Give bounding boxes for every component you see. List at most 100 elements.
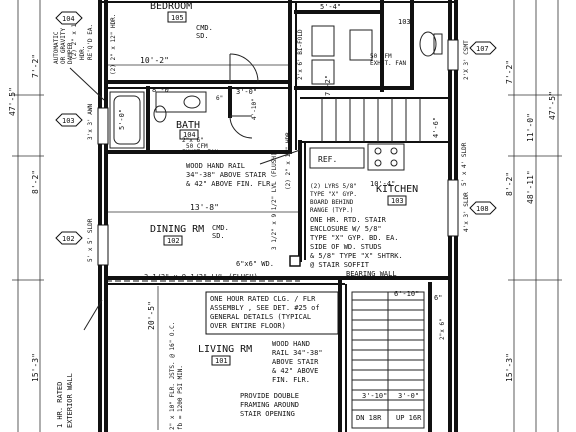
svg-text:107: 107: [476, 45, 489, 53]
kitchen: REF. 10'-4" KITCHEN 103 (2) LYRS 5/8" TY…: [309, 143, 418, 214]
svg-text:SIDE OF WD. STUDS: SIDE OF WD. STUDS: [310, 243, 382, 251]
window-tag-103: 103: [55, 113, 83, 127]
svg-text:DAMPER: DAMPER: [67, 42, 74, 64]
living-dim-20-5: 20'-5": [147, 301, 156, 330]
svg-text:RAIL 34"-38": RAIL 34"-38": [272, 349, 323, 357]
svg-text:EXTERIOR WALL: EXTERIOR WALL: [66, 373, 74, 428]
svg-text:FRAMING AROUND: FRAMING AROUND: [240, 401, 299, 409]
kitchen-tag: 103: [391, 197, 404, 205]
bath-name: BATH: [176, 120, 200, 131]
svg-text:WOOD HAND: WOOD HAND: [272, 340, 310, 348]
window-size-right-middle: 5' x 4' SLDR: [461, 142, 468, 186]
handrail-note-upper: WOOD HAND RAIL 34"-38" ABOVE STAIR & 42"…: [186, 149, 301, 188]
svg-text:@ STAIR SOFFIT: @ STAIR SOFFIT: [310, 261, 370, 269]
doors: [229, 53, 259, 139]
top-right-rooms: 5'-4" 103 50 CFM EXHST. FAN: [311, 3, 443, 85]
stair-dim-6: 6": [434, 294, 442, 302]
top-header-note: (2) 2" x 10" HDR. RE'Q'D EA.: [71, 17, 94, 60]
post-label: 6"x6" WD.: [236, 260, 274, 268]
bath-dim-4-10: 4'-10": [251, 98, 258, 120]
stair-enclosure-note: ONE HR. RTD. STAIR ENCLOSURE W/ 5/8" TYP…: [310, 216, 403, 269]
stair-dn: DN 18R: [356, 414, 382, 422]
bedroom-note-cmd: CMD.: [196, 24, 213, 32]
gyp-note-1: (2) LYRS 5/8": [310, 183, 357, 190]
bedroom-name: BEDROOM: [150, 1, 192, 12]
bearing-wall-label: BEARING WALL: [346, 270, 397, 278]
dining-tag: 102: [167, 237, 180, 245]
bath-dim-8-0: 8'-0": [152, 86, 173, 94]
gyp-note-2: TYPE "X" GYP.: [310, 191, 357, 198]
bifold-door-label: 2'x 6' BI-FOLD: [297, 29, 304, 80]
window-tag-104: 104: [55, 11, 83, 25]
lower-stair: 6'-10" 3'-10" 3'-0" DN 18R UP 16R 6": [351, 290, 442, 429]
left-dim-upper: 7'-2": [31, 54, 40, 78]
stair-dim-6-10: 6'-10": [394, 290, 419, 298]
top-fan-label: EXHST. FAN: [370, 60, 407, 67]
bath-tag: 104: [183, 131, 196, 139]
svg-text:ASSEMBLY , SEE DET. #25 of: ASSEMBLY , SEE DET. #25 of: [210, 304, 320, 312]
bath-dim-small: 6": [216, 95, 223, 102]
svg-text:102: 102: [62, 235, 75, 243]
interior-walls: [104, 0, 452, 432]
kitchen-ref: REF.: [318, 155, 337, 164]
right-dim-middle: 8'-2": [505, 172, 514, 196]
left-dim-middle: 8'-2": [31, 170, 40, 194]
right-dim-48: 48'-11": [526, 170, 535, 204]
ceiling-assembly-note: ONE HOUR RATED CLG. / FLR ASSEMBLY , SEE…: [205, 291, 339, 335]
stair-up: UP 16R: [396, 414, 422, 422]
svg-text:OVER ENTIRE FLOOR): OVER ENTIRE FLOOR): [210, 322, 286, 330]
svg-text:& 42" ABOVE FIN. FLR.: & 42" ABOVE FIN. FLR.: [186, 180, 275, 188]
svg-text:WOOD HAND RAIL: WOOD HAND RAIL: [186, 162, 245, 170]
handrail-note-lower: WOOD HAND RAIL 34"-38" ABOVE STAIR & 42"…: [272, 340, 323, 384]
stair-dim-3-10: 3'-10": [362, 392, 387, 400]
svg-text:FIN. FLR.: FIN. FLR.: [272, 376, 310, 384]
top-right-tag: 103: [398, 18, 411, 26]
bath-dim-3-0: 3'-0": [236, 88, 257, 96]
dining-dim-13-8: 13'-8": [190, 203, 219, 212]
svg-text:104: 104: [62, 15, 75, 23]
svg-text:OR GRAVITY: OR GRAVITY: [60, 27, 67, 64]
kitchen-name: KITCHEN: [376, 184, 418, 195]
svg-text:ABOVE STAIR: ABOVE STAIR: [272, 358, 319, 366]
bath-fan-label: EXHST. FAN: [182, 149, 219, 156]
bedroom: BEDROOM 105 CMD. SD. 10'-2" (2) 2" x 12"…: [108, 1, 288, 75]
post: 6"x6" WD.: [236, 255, 301, 268]
window-tag-102: 102: [55, 231, 83, 245]
gyp-note-3: BOARD BEHIND: [310, 199, 354, 206]
svg-text:ENCLOSURE W/ 5/8": ENCLOSURE W/ 5/8": [310, 225, 382, 233]
svg-text:& 42" ABOVE: & 42" ABOVE: [272, 367, 318, 375]
svg-text:TYPE "X" GYP. BD. EA.: TYPE "X" GYP. BD. EA.: [310, 234, 399, 242]
upper-stair: 4'-6" 7'-2": [321, 75, 440, 142]
svg-text:GENERAL DETAILS (TYPICAL: GENERAL DETAILS (TYPICAL: [210, 313, 311, 321]
top-dim-5-4: 5'-4": [320, 3, 341, 11]
stair-dim-7-2: 7'-2": [324, 75, 332, 96]
bath-dim-5-0: 5'-0": [118, 109, 126, 130]
kitchen-dim-10-4: 10'-4": [370, 180, 395, 188]
left-dim-overall: 47'-5": [8, 87, 17, 116]
window-tag-108: 108: [469, 201, 497, 215]
stair-dim-4-6: 4'-6": [432, 117, 440, 138]
bath: 5'-0" 8'-0" BATH 104 2"x 6" 50 CFM EXHST…: [109, 86, 258, 156]
lvl-beam: 3 1/2" x 9 1/2" LVL (FLUSH): [106, 273, 300, 282]
svg-text:PROVIDE DOUBLE: PROVIDE DOUBLE: [240, 392, 299, 400]
lvl-beam-label: 3 1/2" x 9 1/2" LVL (FLUSH): [144, 273, 258, 281]
right-dimension-strings: 7'-2" 8'-2" 15'-3" 11'-0" 48'-11" 47'-5": [505, 0, 562, 432]
svg-text:HDR.: HDR.: [79, 46, 86, 60]
vertical-hdr-note: (2) 2" x 10" HDR.: [285, 129, 292, 190]
svg-text:(2) 2" x 10": (2) 2" x 10": [71, 17, 78, 60]
windows: [97, 39, 459, 266]
svg-text:AUTOMATIC: AUTOMATIC: [53, 31, 60, 64]
bedroom-note-sd: SD.: [196, 32, 209, 40]
right-dim-11: 11'-0": [526, 113, 535, 142]
gyp-note-4: RANGE (TYP.): [310, 207, 353, 214]
svg-text:& 5/8" TYPE "X" SHTRK.: & 5/8" TYPE "X" SHTRK.: [310, 252, 403, 260]
svg-text:108: 108: [476, 205, 489, 213]
joist-note: 2" x 10" FLR. JSTS. @ 16" O.C.: [169, 322, 176, 430]
bedroom-tag: 105: [171, 14, 184, 22]
window-size-right-lower: 4'x 3' SLDR: [463, 192, 470, 232]
right-dim-overall: 47'-5": [548, 91, 557, 120]
dining-room: 13'-8" DINING RM 102 CMD. SD. 3 1/2" x 9…: [108, 129, 298, 250]
living-name: LIVING RM: [198, 344, 252, 355]
top-fan-cfm: 50 CFM: [370, 53, 392, 60]
